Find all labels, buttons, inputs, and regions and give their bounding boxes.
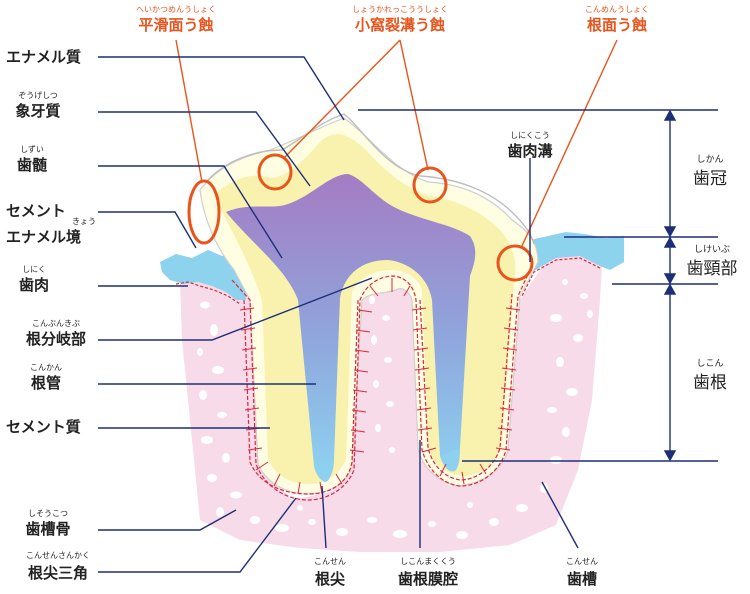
root-canal-label: 根管 [31,374,61,392]
smooth-surface-caries-circle [187,179,221,245]
pdl-space-label: 歯根膜腔 [398,570,458,588]
gingiva [160,232,624,305]
gingiva-label: 歯肉 [19,276,49,294]
gingival-sulcus-label: 歯肉溝 [507,142,552,160]
cej-label-line2: エナメル境 [6,228,81,246]
gingiva-ruby: しにく [22,265,46,274]
pit-fissure-caries-ruby: しょうかれっこううしょく [352,5,448,14]
right-labels: しにくこう 歯肉溝 [507,131,552,160]
neck-zone-ruby: しけいぶ [694,244,730,255]
socket-ruby: こんせん [566,557,598,566]
apical-delta-label: 根尖三角 [28,564,88,582]
alveolar-bone-label: 歯槽骨 [25,520,70,538]
crown-zone-ruby: しかん [696,154,723,165]
neck-zone-label: 歯頸部 [687,259,738,279]
apical-delta-ruby: こんせんさんかく [26,551,90,560]
leader-lines [98,39,718,573]
caries-markers [187,153,534,282]
gingival-sulcus-ruby: しにくこう [510,131,550,140]
alveolar-bone-ruby: しそうこつ [28,509,68,518]
furcation-ruby: こんぶんきぶ [32,319,80,328]
root-surface-caries-label: 根面う蝕 [587,16,647,34]
apex-ruby: こんせん [314,557,346,566]
left-labels: エナメル質 ぞうげしつ 象牙質 しずい 歯髄 セメント きょう エナメル境 しに… [6,48,96,582]
pdl-space-ruby: しこんまくくう [400,557,456,566]
apex-label: 根尖 [315,570,345,588]
root-zone-label: 歯根 [693,373,727,393]
bottom-labels: こんせん 根尖 しこんまくくう 歯根膜腔 こんせん 歯槽 [314,557,598,588]
pit-fissure-caries-circle-right [412,166,448,204]
root-surface-caries-ruby: こんめんうしょく [585,5,649,14]
root-surface-caries-circle [496,244,534,282]
root-canal-ruby: こんかん [30,363,62,372]
smooth-surface-caries-ruby: へいかつめんうしょく [136,5,216,14]
pit-fissure-caries-label: 小窩裂溝う蝕 [355,16,445,34]
pulp-label: 歯髄 [17,156,48,174]
caries-labels: へいかつめんうしょく 平滑面う蝕 しょうかれっこううしょく 小窩裂溝う蝕 こんめ… [136,5,649,34]
tooth [199,113,539,495]
socket-label: 歯槽 [567,570,597,588]
root-zone-ruby: しこん [696,358,723,369]
cej-label-line1: セメント [6,202,66,220]
zone-labels: しかん 歯冠 しけいぶ 歯頸部 しこん 歯根 [687,154,738,393]
periodontal-ligament [231,269,531,501]
pulp-ruby: しずい [20,144,44,154]
enamel-label: エナメル質 [6,48,81,66]
smooth-surface-caries-label: 平滑面う蝕 [138,16,213,34]
cej-ruby: きょう [72,217,96,226]
pit-fissure-caries-circle-left [257,153,293,191]
furcation-label: 根分岐部 [26,330,86,348]
crown-zone-label: 歯冠 [693,169,727,189]
alveolar-bone [180,250,602,552]
cementum-label: セメント質 [6,418,81,436]
dentin-label: 象牙質 [15,102,60,120]
zone-arrows [663,109,677,462]
dentin-ruby: ぞうげしつ [18,91,58,100]
